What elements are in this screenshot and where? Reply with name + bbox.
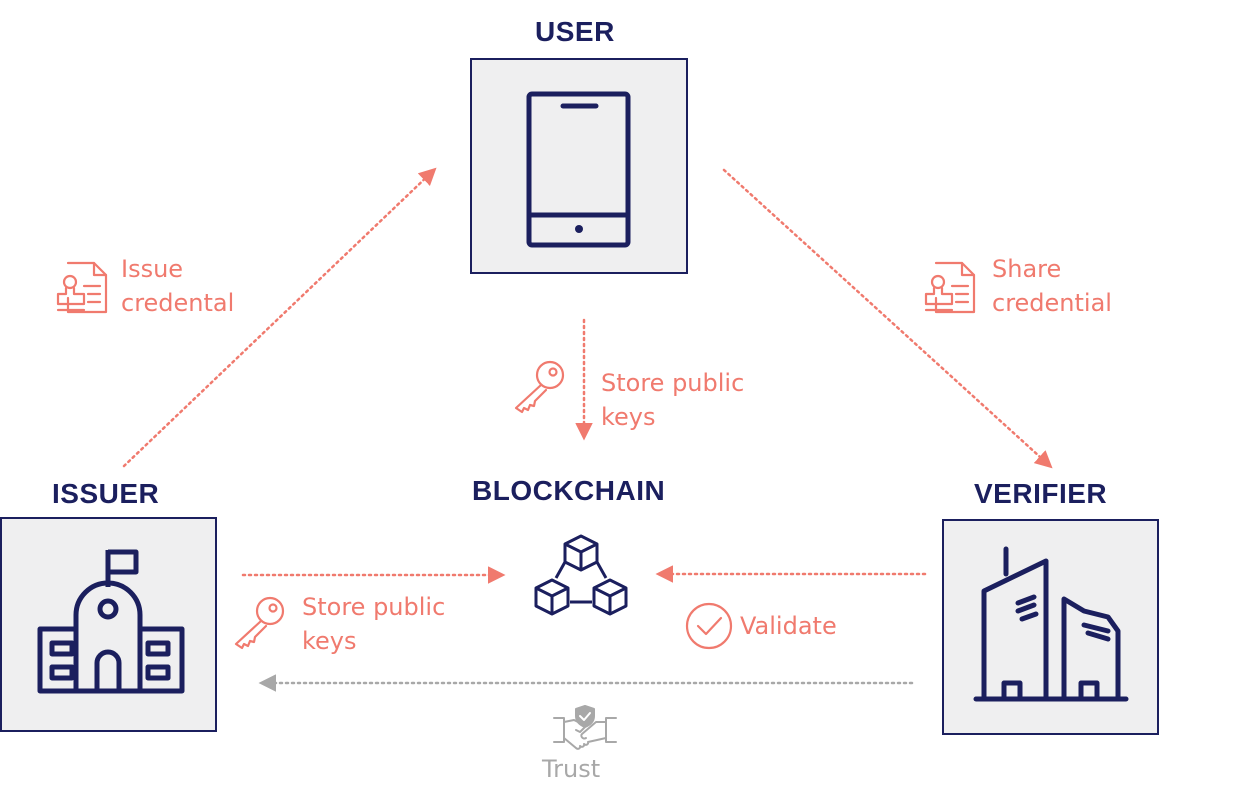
user-box (470, 58, 688, 274)
store-keys-issuer-label: Store public keys (302, 590, 445, 658)
trust-label: Trust (542, 755, 601, 783)
arrow-issuer-to-user (122, 167, 437, 468)
issuer-box (0, 517, 217, 732)
arrow-user-to-verifier (722, 168, 1053, 469)
store-issuer-line2: keys (302, 627, 357, 655)
store-keys-user-label: Store public keys (601, 366, 744, 434)
share-credential-label: Share credential (992, 252, 1112, 320)
key-icon (514, 360, 565, 414)
handshake-icon (553, 705, 617, 750)
share-label-line2: credential (992, 289, 1112, 317)
tablet-icon (526, 91, 631, 248)
verifier-title: VERIFIER (974, 478, 1108, 509)
store-issuer-line1: Store public (302, 593, 446, 621)
user-title: USER (535, 16, 615, 47)
store-user-line1: Store public (601, 369, 745, 397)
store-user-line2: keys (601, 403, 656, 431)
key-icon (234, 596, 285, 650)
checkmark-circle-icon (685, 602, 733, 650)
share-label-line1: Share (992, 255, 1062, 283)
issue-credential-label: Issue credental (121, 252, 234, 320)
blockchain-title: BLOCKCHAIN (472, 475, 666, 506)
validate-label: Validate (740, 612, 837, 640)
blockchain-cubes-icon (534, 534, 628, 616)
certificate-icon (924, 261, 976, 314)
issuer-title: ISSUER (52, 478, 160, 509)
issue-label-line2: credental (121, 289, 235, 317)
verifier-box (942, 519, 1159, 735)
certificate-icon (56, 261, 108, 314)
buildings-icon (973, 546, 1129, 702)
school-icon (37, 549, 185, 694)
issue-label-line1: Issue (121, 255, 184, 283)
